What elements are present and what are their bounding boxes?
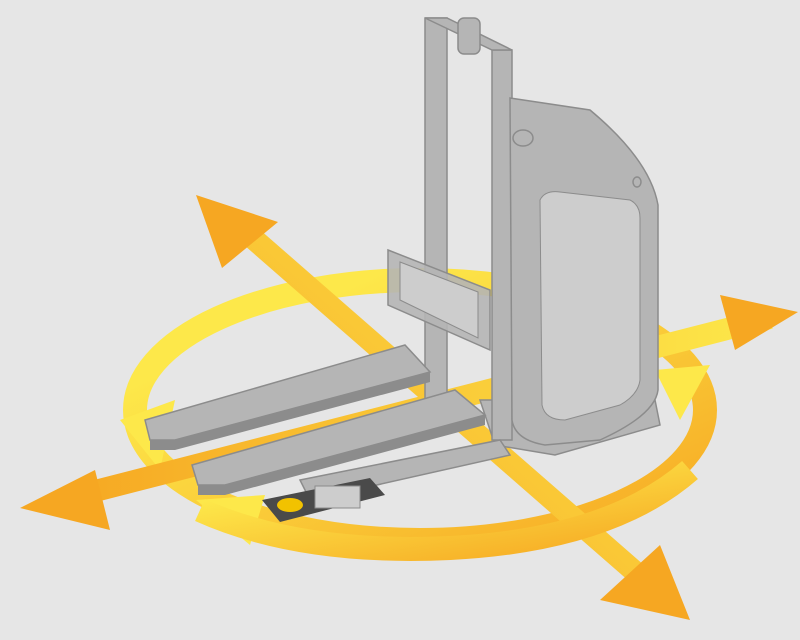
drive-unit-block [314,485,361,509]
housing-knob [512,129,534,147]
drive-unit-sensor [277,498,303,512]
drive-housing-panel [539,191,641,421]
fork-left-side [150,372,430,450]
housing-light [632,176,642,188]
pallet-truck-icon [144,17,661,522]
rotation-arrowhead-right [655,365,710,420]
mast-left [424,17,448,419]
arrowhead-right [720,295,798,350]
mast-right [491,49,513,441]
rotation-ring-front [195,460,698,561]
arrowhead-up-left [196,195,278,268]
fork-right-side [198,415,485,495]
arrowhead-left [20,470,110,530]
arrowhead-down-right [600,545,690,620]
carriage-frame-inner [399,261,479,339]
omni-wheel-drive-unit-icon [262,478,385,522]
mast-cap [457,17,481,55]
